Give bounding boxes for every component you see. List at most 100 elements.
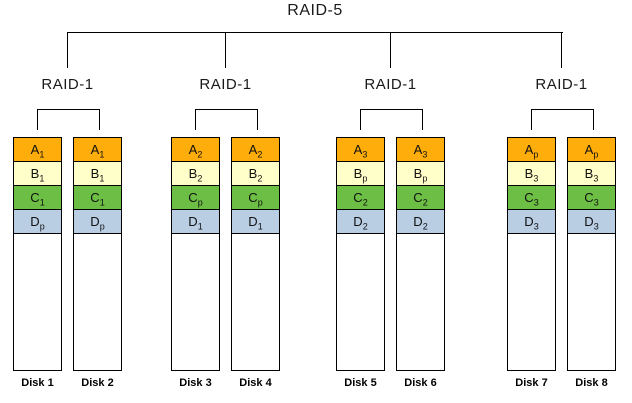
block-subscript: 3: [593, 221, 599, 232]
block-letter: C: [584, 190, 594, 205]
stripe-block: D3: [568, 210, 615, 234]
block-subscript: 3: [533, 221, 539, 232]
block-subscript: 2: [362, 197, 368, 208]
disk-caption: Disk 1: [21, 377, 54, 389]
raid5-drop-line-1: [67, 32, 68, 68]
raid1-label: RAID-1: [199, 76, 252, 93]
stripe-block: A2: [172, 138, 219, 162]
block-letter: D: [188, 214, 198, 229]
mirror-bracket: [531, 109, 594, 130]
block-subscript: 2: [362, 221, 368, 232]
block-subscript: 1: [99, 149, 105, 160]
stripe-block: B3: [508, 162, 555, 186]
block-letter: D: [584, 214, 594, 229]
block-letter: A: [413, 142, 423, 157]
raid5-drop-line-2: [225, 32, 226, 68]
stripe-block: D2: [337, 210, 384, 234]
block-subscript: p: [39, 221, 45, 232]
mirror-bracket: [37, 109, 100, 130]
stripe-block: C3: [508, 186, 555, 210]
stripe-block: D2: [397, 210, 444, 234]
block-subscript: p: [593, 149, 599, 160]
block-letter: D: [30, 214, 40, 229]
block-letter: C: [413, 190, 423, 205]
raid5-bus-line: [67, 32, 563, 33]
block-letter: C: [30, 190, 40, 205]
raid1-group-3: RAID-1 A3 Bp C2 D2 A3 Bp C2 D2 Disk 5 Di…: [336, 76, 445, 396]
block-subscript: 3: [362, 149, 368, 160]
block-subscript: p: [533, 149, 539, 160]
block-letter: A: [90, 142, 100, 157]
raid5-drop-line-3: [390, 32, 391, 68]
disk-caption: Disk 5: [344, 377, 377, 389]
disk-column-4: A2 B2 Cp D1: [231, 137, 280, 371]
raid1-label: RAID-1: [364, 76, 417, 93]
block-letter: B: [584, 166, 594, 181]
stripe-block: A3: [337, 138, 384, 162]
block-subscript: p: [257, 197, 263, 208]
block-subscript: p: [422, 173, 428, 184]
stripe-block: B1: [74, 162, 121, 186]
block-letter: B: [524, 166, 534, 181]
block-letter: C: [524, 190, 534, 205]
block-subscript: 3: [593, 173, 599, 184]
block-letter: C: [188, 190, 198, 205]
disk-column-8: Ap B3 C3 D3: [567, 137, 616, 371]
block-letter: D: [90, 214, 100, 229]
raid5-title: RAID-5: [287, 2, 343, 19]
block-subscript: 2: [197, 173, 203, 184]
disk-column-2: A1 B1 C1 Dp: [73, 137, 122, 371]
block-letter: C: [90, 190, 100, 205]
stripe-block: Dp: [14, 210, 61, 234]
block-subscript: 1: [99, 173, 105, 184]
block-subscript: 1: [39, 173, 45, 184]
block-letter: B: [248, 166, 258, 181]
disk-column-1: A1 B1 C1 Dp: [13, 137, 62, 371]
block-letter: A: [188, 142, 198, 157]
block-subscript: p: [99, 221, 105, 232]
stripe-block: A1: [74, 138, 121, 162]
stripe-block: Bp: [337, 162, 384, 186]
stripe-block: Ap: [508, 138, 555, 162]
block-letter: A: [353, 142, 363, 157]
stripe-block: B3: [568, 162, 615, 186]
stripe-block: A1: [14, 138, 61, 162]
stripe-block: Dp: [74, 210, 121, 234]
block-subscript: 2: [257, 149, 263, 160]
raid1-group-2: RAID-1 A2 B2 Cp D1 A2 B2 Cp D1 Disk 3 Di…: [171, 76, 280, 396]
disk-caption: Disk 4: [239, 377, 272, 389]
block-letter: A: [248, 142, 258, 157]
disk-column-5: A3 Bp C2 D2: [336, 137, 385, 371]
block-letter: C: [353, 190, 363, 205]
block-letter: B: [30, 166, 40, 181]
stripe-block: Bp: [397, 162, 444, 186]
stripe-block: C2: [337, 186, 384, 210]
raid1-label: RAID-1: [41, 76, 94, 93]
block-subscript: 1: [197, 221, 203, 232]
block-letter: D: [524, 214, 534, 229]
block-subscript: 1: [39, 149, 45, 160]
block-subscript: 3: [533, 197, 539, 208]
stripe-block: C2: [397, 186, 444, 210]
disk-column-3: A2 B2 Cp D1: [171, 137, 220, 371]
block-letter: B: [188, 166, 198, 181]
block-letter: A: [30, 142, 40, 157]
disk-caption: Disk 7: [515, 377, 548, 389]
raid1-label: RAID-1: [535, 76, 588, 93]
stripe-block: A2: [232, 138, 279, 162]
stripe-block: Cp: [232, 186, 279, 210]
stripe-block: C1: [14, 186, 61, 210]
disk-column-6: A3 Bp C2 D2: [396, 137, 445, 371]
stripe-block: D1: [172, 210, 219, 234]
stripe-block: A3: [397, 138, 444, 162]
disk-caption: Disk 8: [575, 377, 608, 389]
raid1-group-4: RAID-1 Ap B3 C3 D3 Ap B3 C3 D3 Disk 7 Di…: [507, 76, 616, 396]
stripe-block: B1: [14, 162, 61, 186]
stripe-block: C3: [568, 186, 615, 210]
block-subscript: 1: [99, 197, 105, 208]
stripe-block: C1: [74, 186, 121, 210]
stripe-block: Ap: [568, 138, 615, 162]
block-subscript: 3: [422, 149, 428, 160]
block-letter: A: [524, 142, 534, 157]
